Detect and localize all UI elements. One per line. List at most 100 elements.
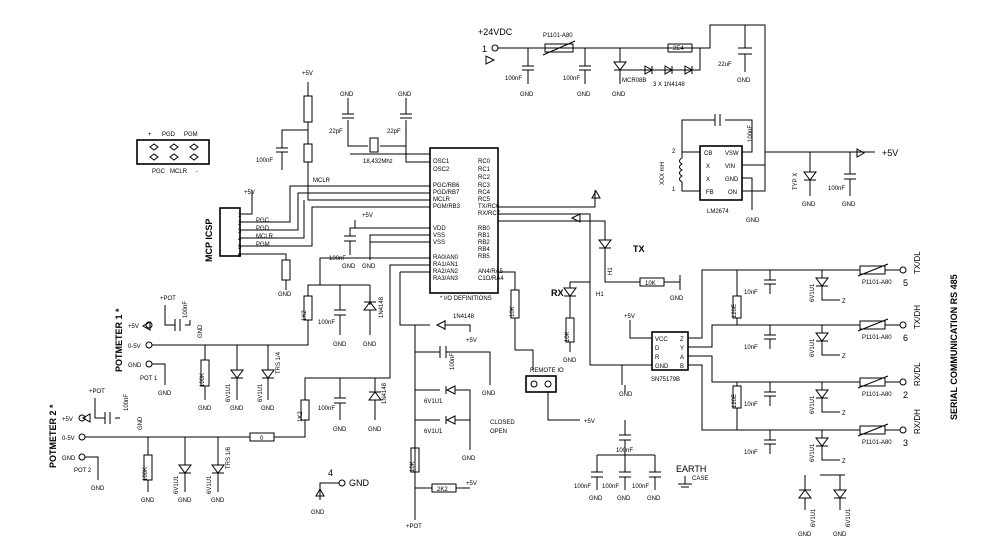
r-remote-upper [510, 289, 520, 319]
mclr-label: MCLR [313, 178, 331, 184]
header-pin [149, 143, 159, 151]
pot1-plus-pot: +POT [160, 296, 176, 302]
mcu-right-pins: RC0RC1RC2RC3RC4RC5TX/RC6RX/RC7RB0RB1RB2R… [478, 159, 504, 282]
rs-cap [764, 382, 776, 406]
rs-polyfuse-label: P1101-A80 [862, 440, 892, 446]
rs-pin-gnd: GND [655, 364, 669, 370]
plus-pot-bottom: +POT [406, 524, 422, 530]
pot2-pin-sig [78, 433, 86, 441]
mcu-left-pin: RA2/AN2 [433, 269, 459, 275]
r-pot2-label: 1K2 [298, 411, 304, 422]
pot2-pin-gnd [78, 453, 86, 461]
gnd-1: GND [520, 92, 534, 98]
led-section: TX H1 10K GND RX H1 10K GND [498, 189, 684, 366]
remote-5v-3: +5V [584, 419, 595, 425]
reg-pin-vsw: VSW [725, 151, 739, 157]
remote-io-connector[interactable] [525, 375, 557, 393]
case-label: CASE [692, 476, 708, 482]
diode-chain-label: 3 X 1N4148 [653, 82, 685, 88]
rs-z-label: Z [842, 459, 846, 465]
pot2-plus-pot: +POT [89, 389, 105, 395]
hdr-plus: + [148, 132, 152, 138]
icsp-resistor [281, 259, 291, 281]
rs-line-name: TX/DH [913, 305, 922, 329]
rs-line-name: RX/DL [913, 362, 922, 386]
remote-5v-2: +5V [466, 481, 477, 487]
out-arrow [856, 148, 866, 158]
rs-z-label: Z [842, 299, 846, 305]
pot1-section: POTMETER 1 * +POT 100nF GND +5V 0-5V GND… [114, 257, 430, 412]
reg-pin-cb: CB [704, 151, 712, 157]
rs-pin-d: D [655, 346, 660, 352]
remote-label: REMOTE IO [530, 368, 564, 374]
gnd-p2: GND [91, 486, 105, 492]
h1-tx: H1 [608, 267, 614, 275]
mcu-right-pin: RB1 [478, 233, 490, 239]
icsp-connector [219, 207, 241, 257]
icsp-mclr: MCLR [256, 234, 274, 240]
pot1-pin-5v [145, 321, 153, 329]
header-pin [169, 153, 179, 161]
gnd-e2: GND [617, 496, 631, 502]
zener-b1: 6V1U1 [811, 508, 817, 527]
rs-zener-label: 6V1U1 [810, 338, 816, 357]
gnd-p1d: GND [333, 342, 347, 348]
gnd-x2: GND [398, 92, 412, 98]
mcu-left-pin: OSC1 [433, 159, 450, 165]
reg-pin-x2: X [706, 177, 710, 183]
gnd-vdd: GND [342, 264, 356, 270]
reg-pin-x1: X [706, 164, 710, 170]
zener-p1b: 6V1U1 [258, 383, 264, 402]
mcu-right-pin: RB0 [478, 226, 490, 232]
r-pot1-1k2 [303, 295, 313, 321]
header-pin [169, 143, 179, 151]
gnd-3: GND [612, 92, 626, 98]
zener-p2a: 6V1U1 [174, 475, 180, 494]
gnd-p1e: GND [363, 342, 377, 348]
lm2674-chip [699, 145, 743, 201]
rx-arrow [570, 213, 581, 223]
cap-e2: 100nF [602, 484, 619, 490]
reg-pin-gnd: GND [725, 177, 739, 183]
r-rx [565, 317, 575, 343]
cap-out-label: 100nF [828, 186, 845, 192]
polyfuse-top-label: P1101-A80 [543, 33, 573, 39]
input-arrow [485, 55, 496, 65]
h1-rx: H1 [596, 292, 604, 298]
mcu-right-pin: RC5 [478, 197, 491, 203]
gnd-6: GND [842, 202, 856, 208]
rs-zener-label: 6V1U1 [810, 395, 816, 414]
header-pin [189, 143, 199, 151]
mcu-right-pin: RC3 [478, 183, 491, 189]
icsp-title: MCP ICSP [204, 219, 214, 262]
pot1-title: POTMETER 1 * [114, 308, 124, 372]
connector-4 [338, 479, 346, 487]
mcu-left-pin: PGM/RB3 [433, 204, 461, 210]
mcu-left-pins: OSC1OSC2PGC/RB6PGD/RB7MCLRPGM/RB3VDDVSSV… [433, 159, 461, 282]
rs-pin-r: R [655, 355, 660, 361]
remote-pin-1 [530, 380, 538, 388]
rs-polyfuse-label: P1101-A80 [862, 335, 892, 341]
cap-mclr-label: 100nF [256, 158, 273, 164]
regulator-label: LM2674 [707, 209, 729, 215]
gnd-2: GND [577, 92, 591, 98]
zener-p1a: 6V1U1 [226, 383, 232, 402]
pot2-section: POTMETER 2 * +POT 100nF GND +5V 0-5V GND… [48, 264, 430, 504]
remote-pin-2 [544, 380, 552, 388]
mcu-right-pin: RC0 [478, 159, 491, 165]
cap-reg-label: 100nF [748, 125, 754, 142]
connector-1 [491, 44, 499, 52]
pot1-label: POT 1 [140, 376, 158, 382]
rs-terminal [899, 321, 907, 329]
mcu-right-pin: RB2 [478, 240, 490, 246]
rx-led-label: RX [551, 288, 564, 298]
power-section: +24VDC 1 P1101-A80 100nF GND 100nF GND M… [478, 24, 766, 152]
diode-p1-label: 1N4148 [379, 296, 385, 318]
hdr-pgc: PGC [152, 169, 166, 175]
pot1-pin-gnd [145, 360, 153, 368]
r-pot2-100k [143, 454, 153, 481]
hdr-minus: - [196, 169, 198, 175]
gnd-p1b: GND [230, 406, 244, 412]
input-label: +24VDC [478, 27, 513, 37]
